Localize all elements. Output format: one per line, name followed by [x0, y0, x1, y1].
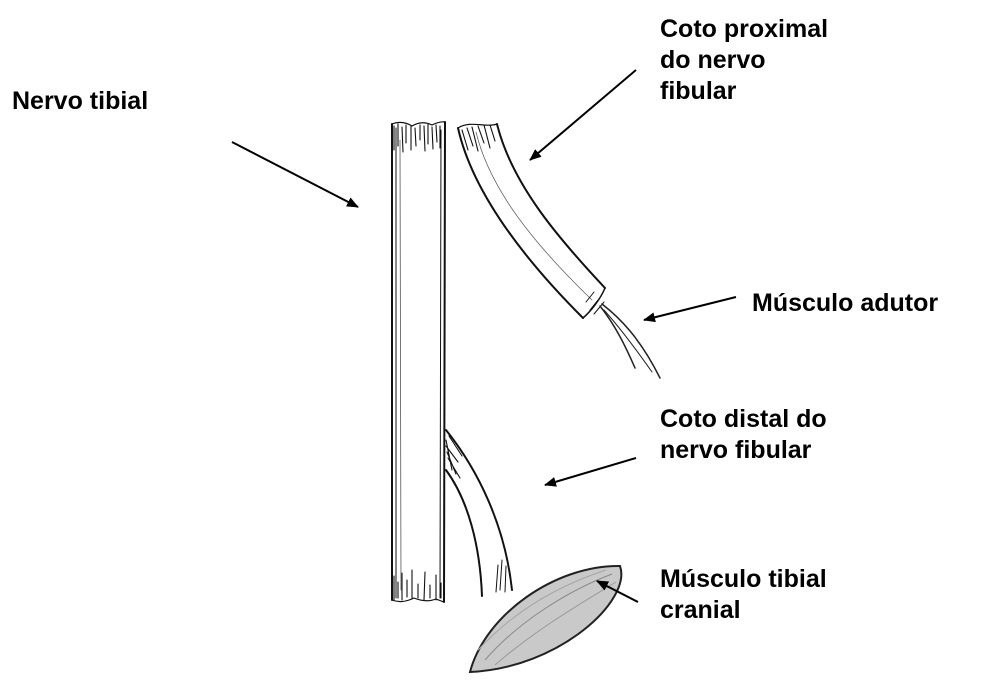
label-tibial-nerve: Nervo tibial	[12, 86, 148, 117]
label-line: Músculo tibial	[660, 564, 827, 595]
arrow-proximal-stump	[530, 70, 636, 160]
label-line: Músculo adutor	[752, 288, 938, 319]
label-line: Nervo tibial	[12, 86, 148, 117]
proximal-fibular-stump-shape	[458, 124, 605, 318]
label-line: do nervo	[660, 45, 828, 76]
arrow-adductor-muscle	[644, 297, 736, 320]
label-line: fibular	[660, 76, 828, 107]
arrow-tibial-nerve	[232, 142, 358, 207]
label-line: cranial	[660, 595, 827, 626]
adductor-muscle-shape	[600, 304, 660, 378]
label-cranial-tibial-muscle: Músculo tibial cranial	[660, 564, 827, 626]
arrow-distal-stump	[545, 458, 636, 485]
distal-fibular-stump-shape	[446, 430, 512, 596]
label-distal-stump: Coto distal do nervo fibular	[660, 404, 827, 466]
label-line: Coto proximal	[660, 14, 828, 45]
label-adductor-muscle: Músculo adutor	[752, 288, 938, 319]
label-line: Coto distal do	[660, 404, 827, 435]
tibial-nerve-shape	[392, 122, 445, 602]
label-proximal-stump: Coto proximal do nervo fibular	[660, 14, 828, 107]
label-line: nervo fibular	[660, 435, 827, 466]
